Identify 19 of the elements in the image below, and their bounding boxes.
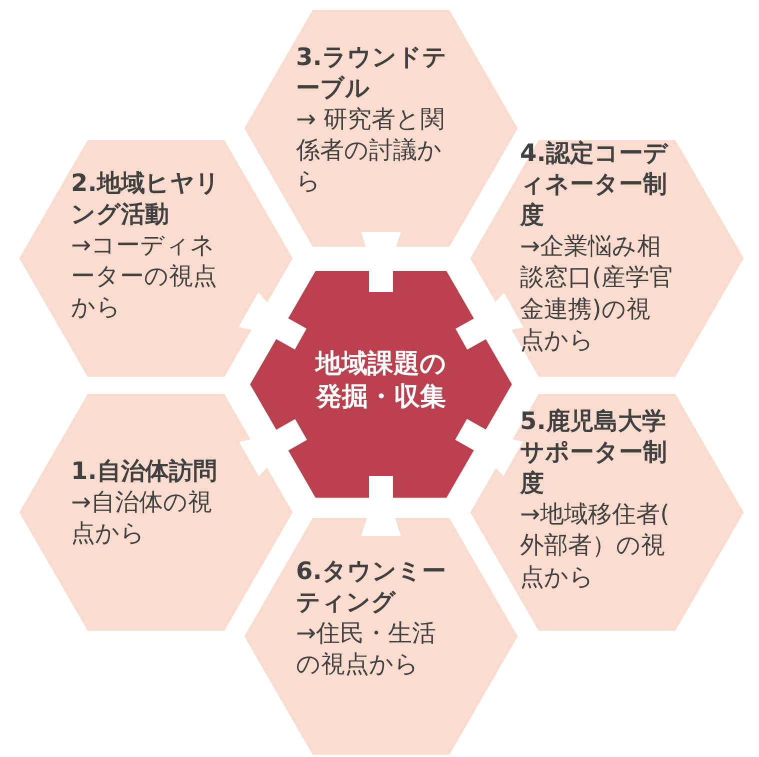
step-heading: 6.タウンミーティング (296, 556, 447, 618)
step-heading: 4.認定コーディネーター制度 (520, 138, 670, 231)
step-description: → 研究者と関係者の討議から (296, 104, 446, 198)
step-description: →地域移住者(外部者）の視点から (520, 499, 670, 593)
step-description: →コーディネーターの視点から (71, 230, 218, 324)
block-arrow (456, 292, 524, 350)
block-arrow (239, 419, 307, 477)
step-heading: 1.自治体訪問 (71, 456, 218, 487)
center-title: 地域課題の発掘・収集 (314, 348, 448, 414)
step-heading: 3.ラウンドテーブル (296, 42, 448, 104)
block-arrow (455, 418, 524, 476)
block-arrow (361, 232, 401, 292)
block-arrow (361, 476, 401, 536)
step-description: →住民・生活の視点から (296, 618, 438, 680)
block-arrow (238, 292, 307, 350)
step-heading: 2.地域ヒヤリング活動 (71, 168, 221, 230)
step-description: →企業悩み相談窓口(産学官金連携)の視点から (520, 231, 674, 356)
step-heading: 5.鹿児島大学サポーター制度 (520, 406, 668, 499)
step-description: →自治体の視点から (71, 486, 214, 549)
